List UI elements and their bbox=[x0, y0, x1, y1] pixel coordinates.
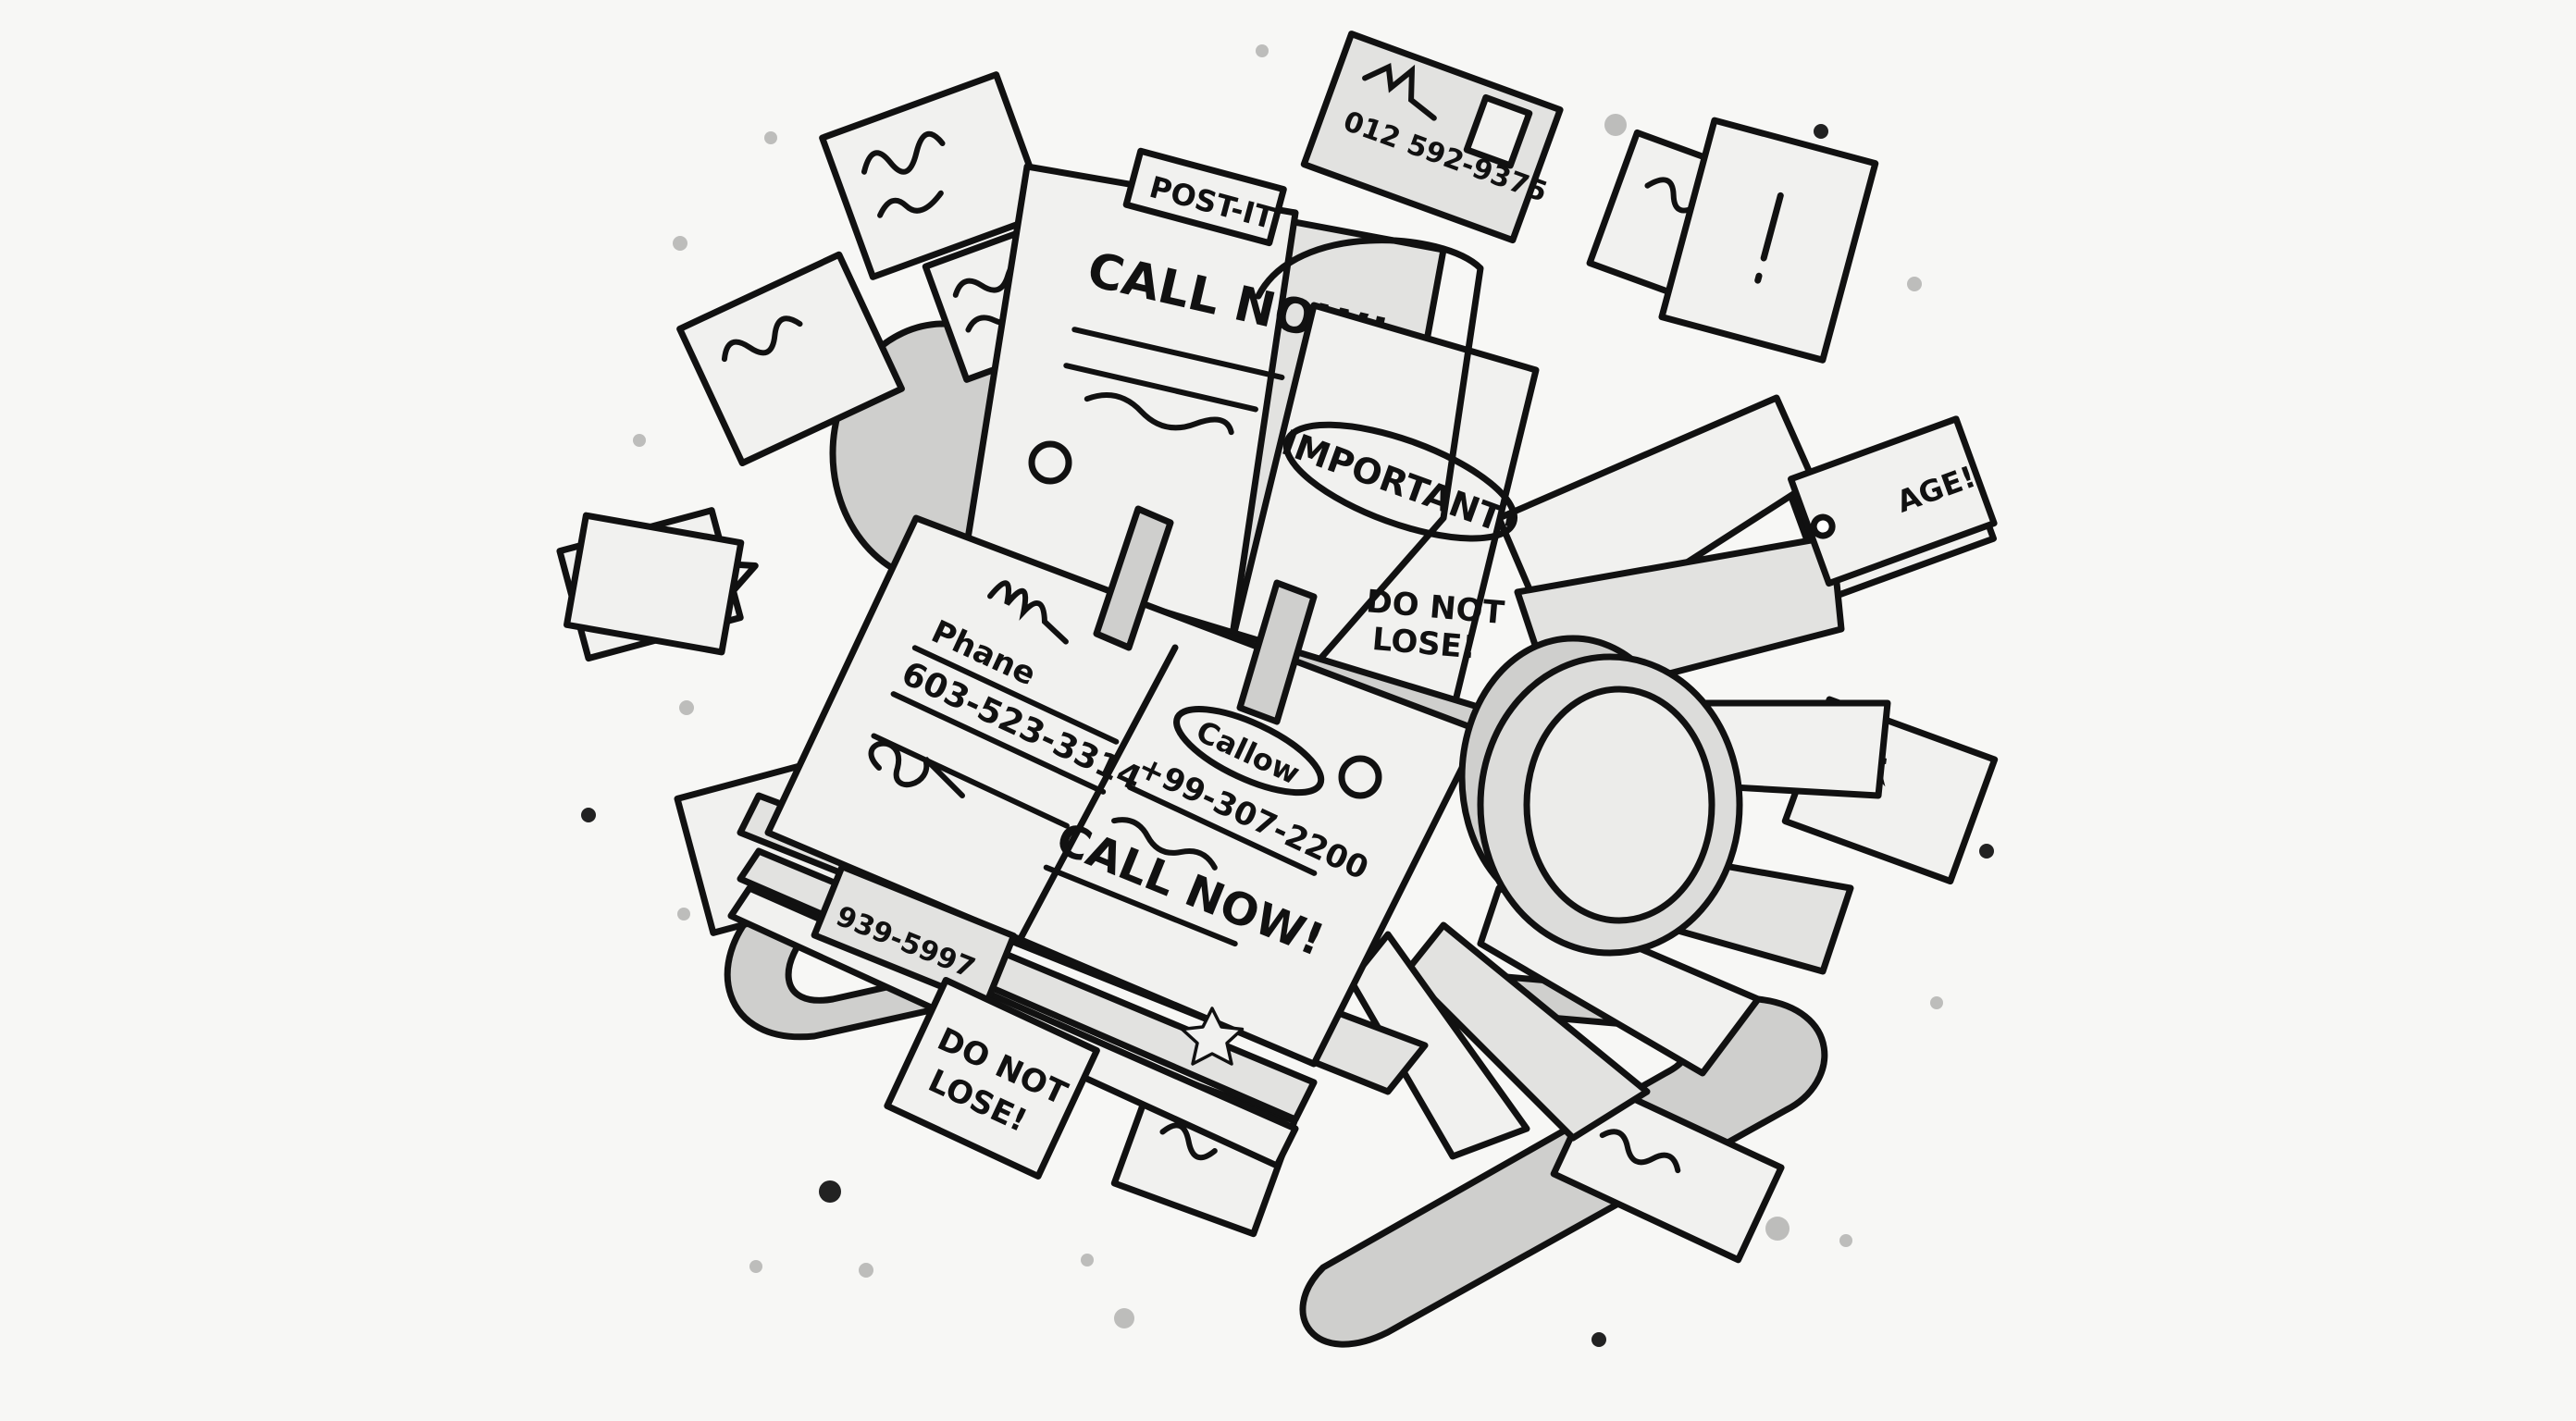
lower-page-stack: 939-5997 DO NOT LOSE! bbox=[727, 847, 1318, 1180]
smiley-icon bbox=[1028, 440, 1072, 485]
right-tag: AGE! bbox=[1788, 415, 1998, 587]
rotary-knob bbox=[1458, 635, 1743, 957]
front-card: Phane 603-523-3314 Callow +99-307-2200 C… bbox=[737, 505, 1484, 1095]
ring-right bbox=[1236, 579, 1318, 725]
do-not-lose-top-2: LOSE! bbox=[1370, 621, 1478, 667]
signature bbox=[868, 740, 965, 798]
top-card: 012 592-9375 bbox=[1300, 31, 1564, 244]
smiley-icon bbox=[1338, 755, 1382, 799]
star-icon bbox=[1180, 1007, 1245, 1066]
left-tag bbox=[564, 512, 745, 656]
ring-left bbox=[1093, 505, 1174, 651]
scatter-dots bbox=[581, 44, 1994, 1347]
